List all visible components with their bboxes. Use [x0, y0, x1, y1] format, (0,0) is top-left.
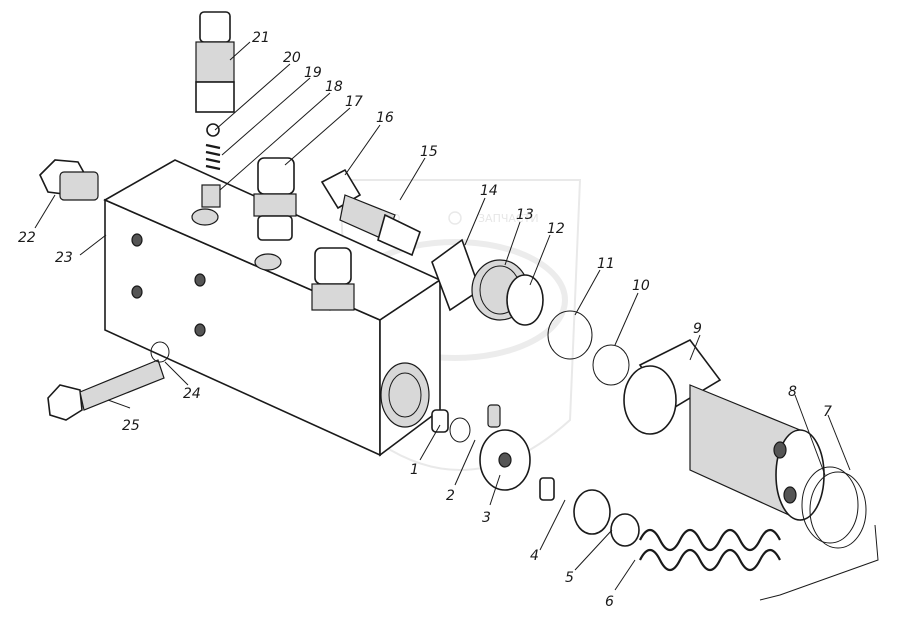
- label-15: 15: [420, 144, 438, 160]
- small-parts-4-5: [539, 477, 640, 547]
- leader-lines: [34, 41, 851, 591]
- label-14: 14: [480, 183, 498, 199]
- label-10: 10: [632, 278, 650, 294]
- label-19: 19: [304, 65, 322, 81]
- label-11: 11: [597, 256, 615, 272]
- threaded-body: [623, 338, 825, 521]
- fitting-top: [195, 11, 235, 137]
- label-24: 24: [183, 386, 201, 402]
- label-21: 21: [252, 30, 270, 46]
- label-20: 20: [283, 50, 301, 66]
- label-16: 16: [376, 110, 394, 126]
- watermark-text-2: ЗАПЧАСТИ: [478, 212, 539, 225]
- label-2: 2: [446, 488, 455, 504]
- label-22: 22: [18, 230, 36, 246]
- label-9: 9: [693, 321, 702, 337]
- label-17: 17: [345, 94, 363, 110]
- label-6: 6: [605, 594, 614, 610]
- label-5: 5: [565, 570, 574, 586]
- label-3: 3: [482, 510, 491, 526]
- plug-part: [39, 159, 99, 201]
- label-18: 18: [325, 79, 343, 95]
- label-1: 1: [410, 462, 419, 478]
- bolt-25: [47, 341, 170, 421]
- label-4: 4: [530, 548, 539, 564]
- valve-group: [431, 238, 630, 386]
- union-fitting-17: [253, 157, 297, 241]
- label-23: 23: [55, 250, 73, 266]
- rings-7-8: [801, 466, 867, 549]
- union-fitting-center: [311, 247, 355, 311]
- small-parts-1-3: [431, 404, 531, 491]
- assembly-bracket: [759, 524, 879, 601]
- label-13: 13: [516, 207, 534, 223]
- label-7: 7: [823, 404, 832, 420]
- stem-part: [201, 143, 221, 208]
- angled-fitting: [320, 168, 421, 257]
- label-12: 12: [547, 221, 565, 237]
- gear-icon: [448, 211, 462, 225]
- part-labels: 21 20 19 18 17 16 15 14 13 12 11 10 9 8 …: [18, 30, 832, 610]
- label-25: 25: [122, 418, 140, 434]
- label-8: 8: [788, 384, 797, 400]
- coil-spring: [639, 528, 781, 572]
